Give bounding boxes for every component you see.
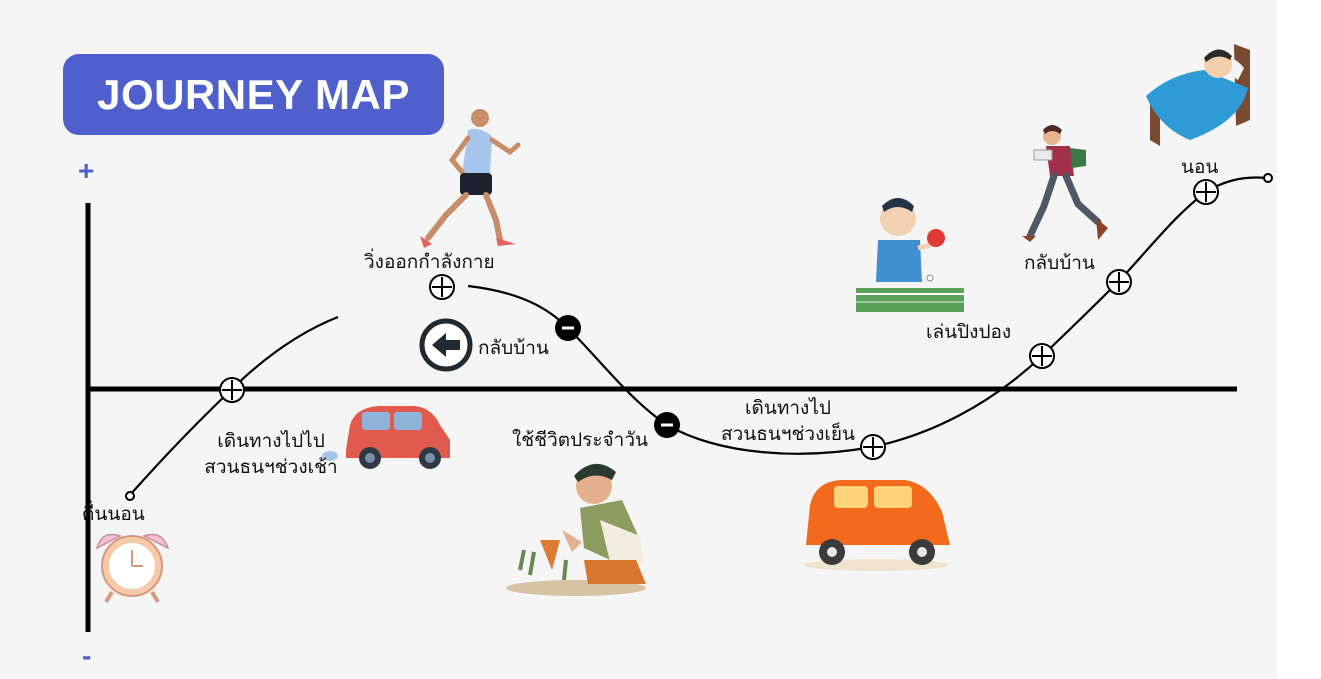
plus-marker — [860, 434, 886, 460]
plus-marker — [1029, 343, 1055, 369]
page-title: JOURNEY MAP — [63, 54, 444, 135]
journey-curve — [467, 176, 1267, 455]
plus-marker — [429, 274, 455, 300]
end-point — [1263, 173, 1273, 183]
step-label-sleep: นอน — [1181, 156, 1219, 178]
plus-marker — [1193, 179, 1219, 205]
step-label-evening-trip: เดินทางไป สวนธนฯช่วงเย็น — [721, 397, 855, 445]
step-label-go-home-2: กลับบ้าน — [1024, 252, 1095, 274]
alarm-clock-icon — [95, 533, 170, 604]
step-label-morning-trip: เดินทางไปไป สวนธนฯช่วงเช้า — [204, 430, 338, 478]
minus-marker — [555, 315, 581, 341]
step-label-daily-life: ใช้ชีวิตประจำวัน — [512, 429, 649, 451]
plus-marker — [1106, 269, 1132, 295]
start-point — [125, 491, 135, 501]
minus-marker — [654, 412, 680, 438]
step-label-running: วิ่งออกกำลังกาย — [364, 251, 495, 273]
runner-icon — [420, 109, 521, 248]
positive-axis-sign: + — [78, 155, 95, 186]
negative-axis-sign: - — [82, 640, 92, 671]
step-label-table-tennis: เล่นปิงปอง — [926, 321, 1012, 343]
step-label-go-home-1: กลับบ้าน — [478, 337, 549, 359]
red-car-icon — [322, 406, 450, 469]
back-arrow-icon — [419, 318, 473, 372]
orange-car-icon — [804, 480, 950, 571]
plus-marker — [219, 377, 245, 403]
step-label-wake-up: ตื่นนอน — [82, 503, 145, 525]
sleeping-bed-icon — [1146, 44, 1250, 146]
table-tennis-icon — [856, 198, 964, 312]
gardener-icon — [506, 463, 646, 596]
walking-student-icon — [1022, 125, 1108, 242]
